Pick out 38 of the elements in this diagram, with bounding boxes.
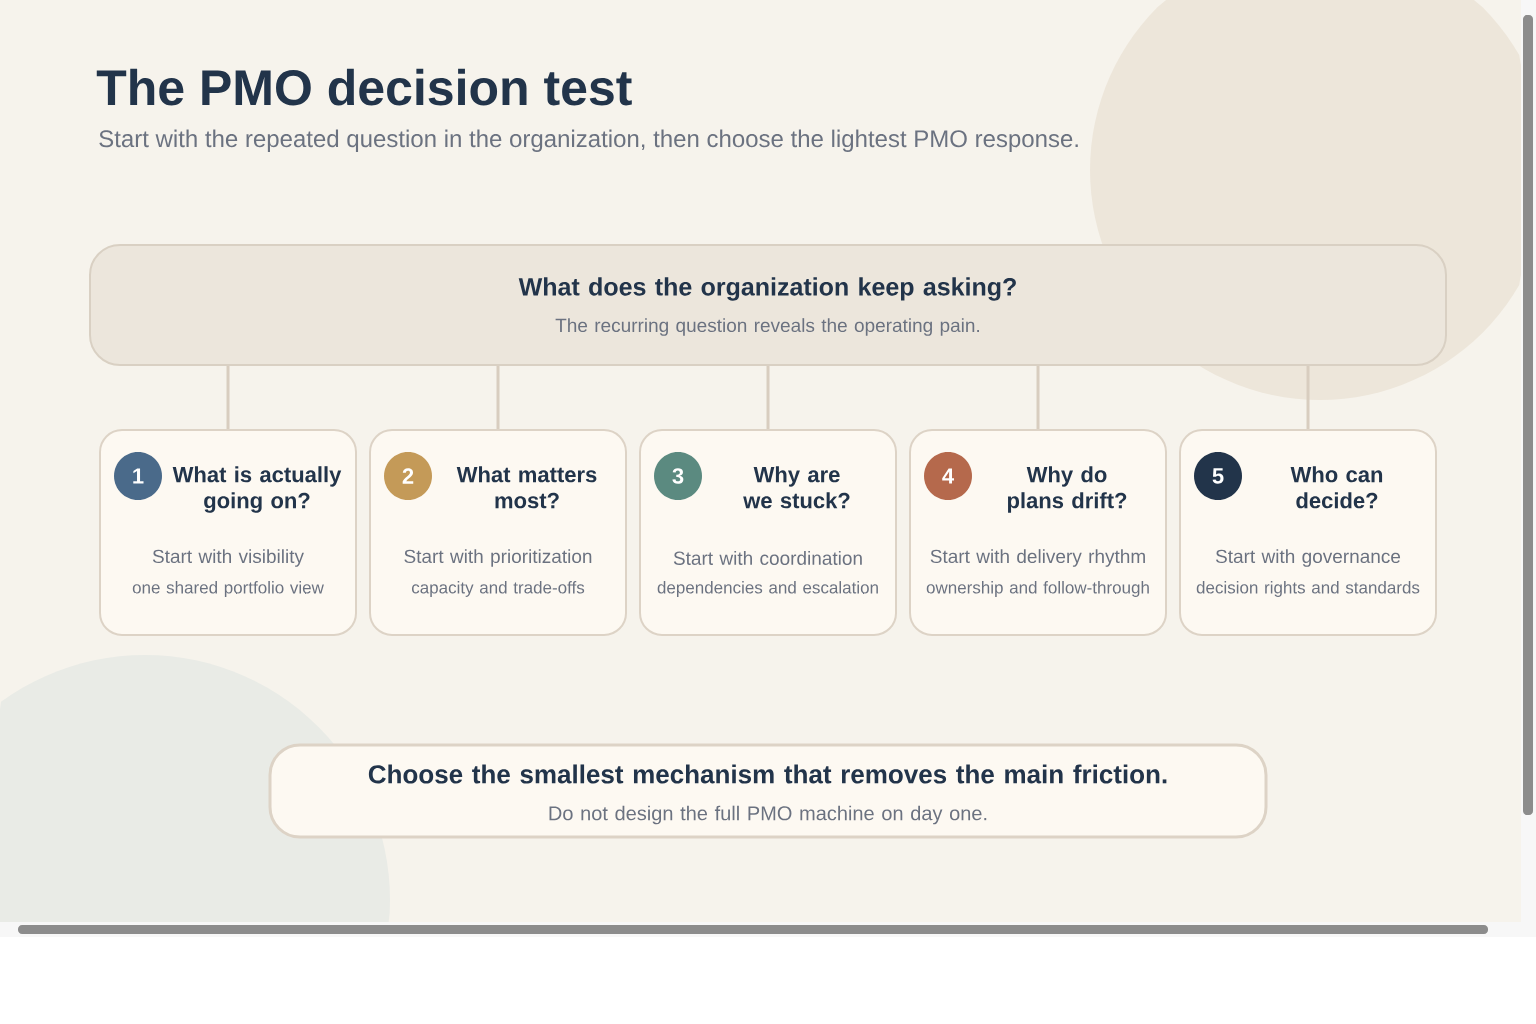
heading: What does the organization keep asking?: [518, 277, 1016, 301]
question-card: [909, 429, 1167, 636]
connector-line: [1036, 366, 1040, 429]
number-badge: 3: [654, 452, 702, 500]
note-text: one shared portfolio view: [132, 581, 324, 597]
title: The PMO decision test: [96, 68, 632, 106]
connector-line: [766, 366, 770, 429]
question-text: Why do plans drift?: [1007, 466, 1127, 513]
question-card: [639, 429, 897, 636]
conclusion-heading: Choose the smallest mechanism that removes the main friction.: [368, 764, 1167, 784]
prompt-text: Start with delivery rhythm: [930, 549, 1145, 567]
note-text: ownership and follow-through: [926, 581, 1149, 597]
conclusion-note: Do not design the full PMO machine on day one.: [549, 805, 987, 825]
number-badge: 2: [384, 452, 432, 500]
prompt-text: Start with governance: [1215, 549, 1401, 567]
number-badge: 1: [114, 452, 162, 500]
note-text: capacity and trade-offs: [411, 581, 585, 597]
conclusion-box: [268, 743, 1268, 839]
question-panel: [89, 244, 1447, 366]
subtitle: Start with the repeated question in the organization, then choose the lightest PMO response.: [99, 129, 1078, 152]
number-badge: 5: [1194, 452, 1242, 500]
subheading: The recurring question reveals the operating pain.: [555, 318, 979, 336]
question-text: Who can decide?: [1290, 466, 1383, 509]
connector-line: [1306, 366, 1310, 429]
question-text: Why are we stuck?: [743, 466, 850, 509]
note-text: dependencies and escalation: [657, 581, 878, 597]
prompt-text: Start with prioritization: [404, 549, 592, 567]
question-card: [99, 429, 357, 636]
question-card: [369, 429, 627, 636]
prompt-text: Start with visibility: [152, 549, 304, 567]
connector-line: [226, 366, 230, 429]
connector-line: [496, 366, 500, 429]
question-text: What matters most?: [456, 466, 597, 509]
prompt-text: Start with coordination: [673, 551, 862, 565]
number-badge: 4: [924, 452, 972, 500]
question-card: [1179, 429, 1437, 636]
note-text: decision rights and standards: [1196, 581, 1420, 597]
question-text: What is actually going on?: [172, 466, 342, 513]
